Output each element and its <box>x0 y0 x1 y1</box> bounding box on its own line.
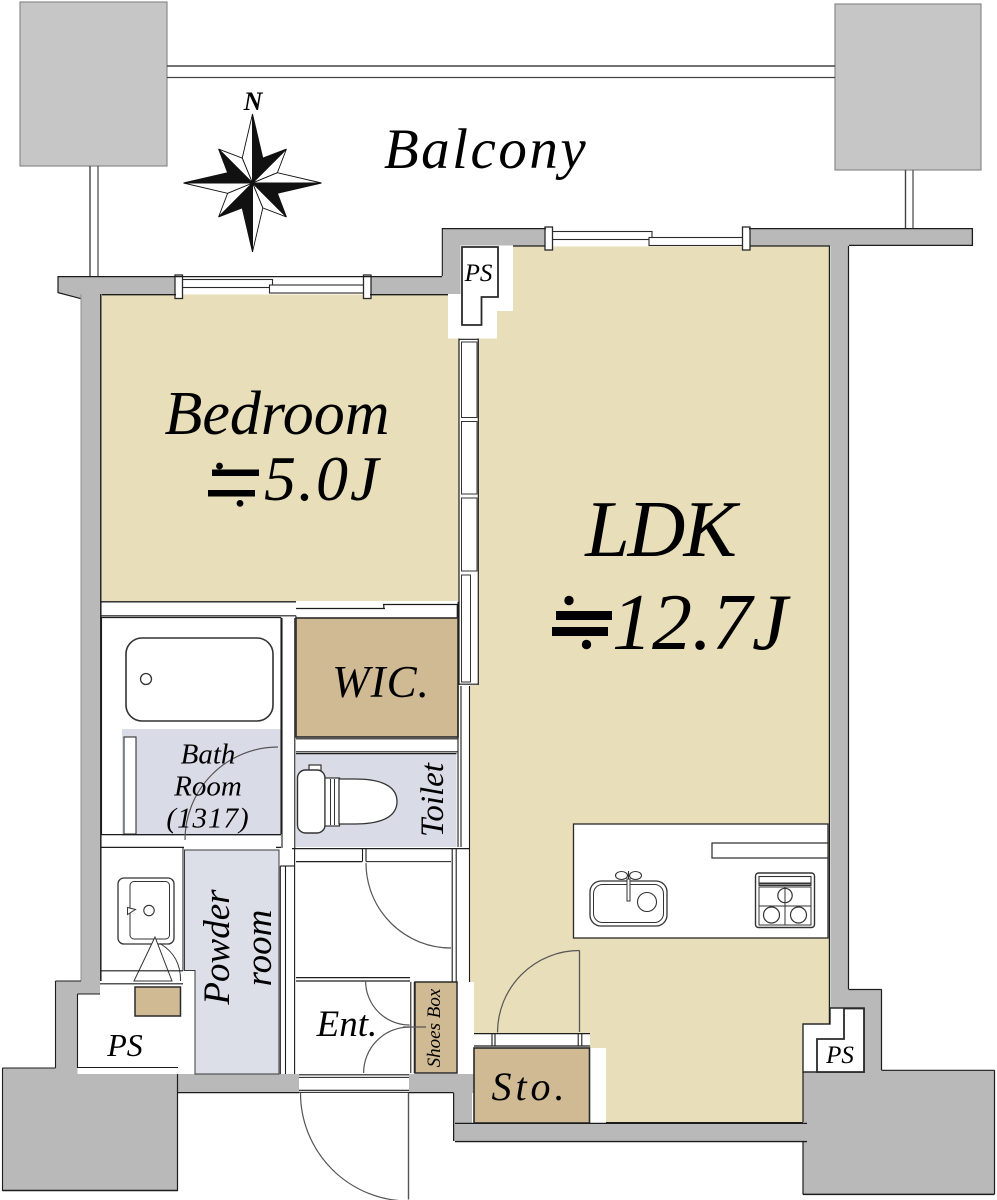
svg-text:Sto.: Sto. <box>491 1064 568 1109</box>
svg-text:Toilet: Toilet <box>415 762 451 837</box>
svg-text:Bedroom: Bedroom <box>165 380 390 448</box>
svg-text:Bath: Bath <box>181 739 236 771</box>
svg-text:LDK: LDK <box>584 486 740 574</box>
svg-text:room: room <box>239 910 280 987</box>
svg-text:5.0J: 5.0J <box>264 443 381 514</box>
svg-text:PS: PS <box>464 260 493 287</box>
svg-text:PS: PS <box>106 1027 143 1063</box>
svg-text:N: N <box>243 87 264 116</box>
svg-text:(1317): (1317) <box>166 803 249 835</box>
svg-text:Ent.: Ent. <box>316 1004 378 1045</box>
svg-text:Shoes Box: Shoes Box <box>424 988 445 1067</box>
svg-text:Room: Room <box>173 771 242 803</box>
svg-text:12.7J: 12.7J <box>612 579 791 667</box>
svg-text:Balcony: Balcony <box>384 118 588 181</box>
svg-text:PS: PS <box>825 1042 854 1069</box>
svg-text:Powder: Powder <box>197 889 238 1006</box>
svg-text:WIC.: WIC. <box>332 657 430 707</box>
